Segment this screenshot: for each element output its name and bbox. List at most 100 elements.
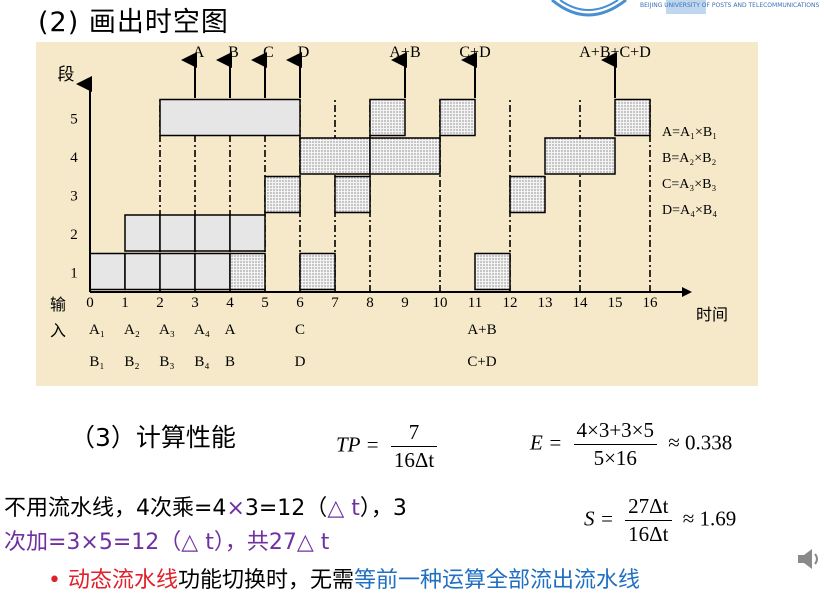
output-label: C+D (459, 44, 490, 61)
x-tick-label: 9 (401, 295, 409, 311)
legend-item: D=A₄×B₄ (662, 203, 717, 218)
e-numerator: 4×3+3×5 (573, 418, 658, 445)
multiply-block (159, 252, 196, 291)
add-block (369, 137, 441, 175)
speaker-icon[interactable] (796, 548, 822, 570)
input-operand: B₄ (194, 354, 209, 370)
add-block (474, 252, 511, 291)
x-tick-label: 7 (331, 295, 339, 311)
add-block (614, 98, 651, 137)
input-operand: A₃ (159, 322, 175, 338)
x-tick-label: 14 (573, 295, 589, 311)
line1-part-a: 不用流水线，4次乘=4 (4, 496, 227, 521)
output-label: C (263, 44, 274, 61)
output-label: D (298, 44, 310, 61)
y-tick-label: 2 (70, 227, 78, 243)
x-tick-label: 1 (121, 295, 129, 311)
y-tick-label: 3 (70, 189, 78, 205)
e-lhs: E = (530, 430, 563, 455)
input-operand: A₂ (124, 322, 140, 338)
e-result: ≈ 0.338 (668, 430, 733, 455)
add-block (544, 137, 616, 175)
multiply-block (229, 214, 266, 252)
input-operand: A₄ (194, 322, 210, 338)
y-tick-label: 5 (70, 112, 78, 128)
output-label: A (193, 44, 205, 61)
no-pipeline-text-line1: 不用流水线，4次乘=4×3=12（△ t），3 (4, 490, 407, 522)
legend-item: A=A₁×B₁ (662, 125, 717, 140)
legend-item: B=A₂×B₂ (662, 151, 716, 166)
multiply-block (159, 98, 301, 137)
multiply-block (124, 252, 161, 291)
tp-numerator: 7 (390, 420, 438, 447)
line1-part-b: 3=12（ (244, 496, 328, 521)
line1-delta-t: △ t (327, 496, 360, 521)
input-operand: B (225, 354, 235, 370)
university-logo (551, 0, 706, 17)
input-operand: A (225, 322, 236, 338)
s-numerator: 27Δt (625, 494, 672, 521)
x-tick-label: 10 (433, 295, 448, 311)
x-tick-label: 4 (226, 295, 234, 311)
x-tick-label: 15 (608, 295, 623, 311)
x-tick-label: 3 (191, 295, 199, 311)
input-operand: B₃ (159, 354, 174, 370)
x-tick-label: 8 (366, 295, 374, 311)
output-label: A+B+C+D (579, 44, 651, 61)
bullet-blue-text: 等前一种运算全部流出流水线 (354, 568, 641, 593)
s-lhs: S = (584, 506, 614, 531)
bullet-black-text: 功能切换时，无需 (178, 568, 355, 593)
x-axis-arrow (682, 287, 692, 297)
multiply-block (194, 214, 231, 252)
input-operand: A+B (467, 322, 496, 338)
add-block (229, 252, 266, 291)
s-result: ≈ 1.69 (682, 506, 737, 531)
tp-denominator: 16Δt (393, 448, 435, 472)
x-tick-label: 12 (503, 295, 518, 311)
output-label: A+B (389, 44, 420, 61)
input-operand: D (295, 354, 306, 370)
e-denominator: 5×16 (593, 446, 637, 470)
add-block (369, 98, 406, 137)
multiply-block (124, 214, 161, 252)
line1-part-d: ），3 (359, 496, 407, 521)
input-label: 入 (50, 323, 66, 340)
output-label: B (228, 44, 239, 61)
y-tick-label: 4 (70, 150, 78, 166)
add-block (439, 98, 476, 137)
dynamic-pipeline-bullet: • 动态流水线功能切换时，无需等前一种运算全部流出流水线 (48, 562, 640, 594)
x-tick-label: 2 (156, 295, 164, 311)
x-tick-label: 0 (86, 295, 94, 311)
no-pipeline-text-line2: 次加=3×5=12（△ t），共27△ t (4, 530, 330, 555)
section-3-heading: （3）计算性能 (70, 423, 236, 452)
x-tick-label: 11 (468, 295, 482, 311)
bullet-red-text: 动态流水线 (67, 568, 178, 593)
tp-lhs: TP = (336, 432, 380, 457)
add-block (299, 252, 336, 291)
input-operand: A₁ (89, 322, 105, 338)
legend-item: C=A₃×B₃ (662, 177, 716, 192)
s-denominator: 16Δt (628, 522, 669, 546)
line1-times: × (226, 496, 245, 521)
logo-text: BEIJING UNIVERSITY OF POSTS AND TELECOMM… (640, 2, 820, 9)
multiply-block (159, 214, 196, 252)
page-title: (2) 画出时空图 (38, 7, 229, 38)
input-label: 输 (50, 296, 66, 314)
x-axis-label: 时间 (696, 306, 728, 324)
multiply-block (194, 252, 231, 291)
bullet-dot: • (48, 568, 61, 593)
input-operand: B₁ (89, 354, 104, 370)
x-tick-label: 16 (643, 295, 659, 311)
add-block (509, 175, 546, 214)
x-tick-label: 6 (296, 295, 304, 311)
add-block (299, 137, 371, 175)
input-operand: C (295, 322, 305, 338)
add-block (264, 175, 301, 214)
input-operand: C+D (467, 354, 496, 370)
add-block (334, 175, 371, 214)
